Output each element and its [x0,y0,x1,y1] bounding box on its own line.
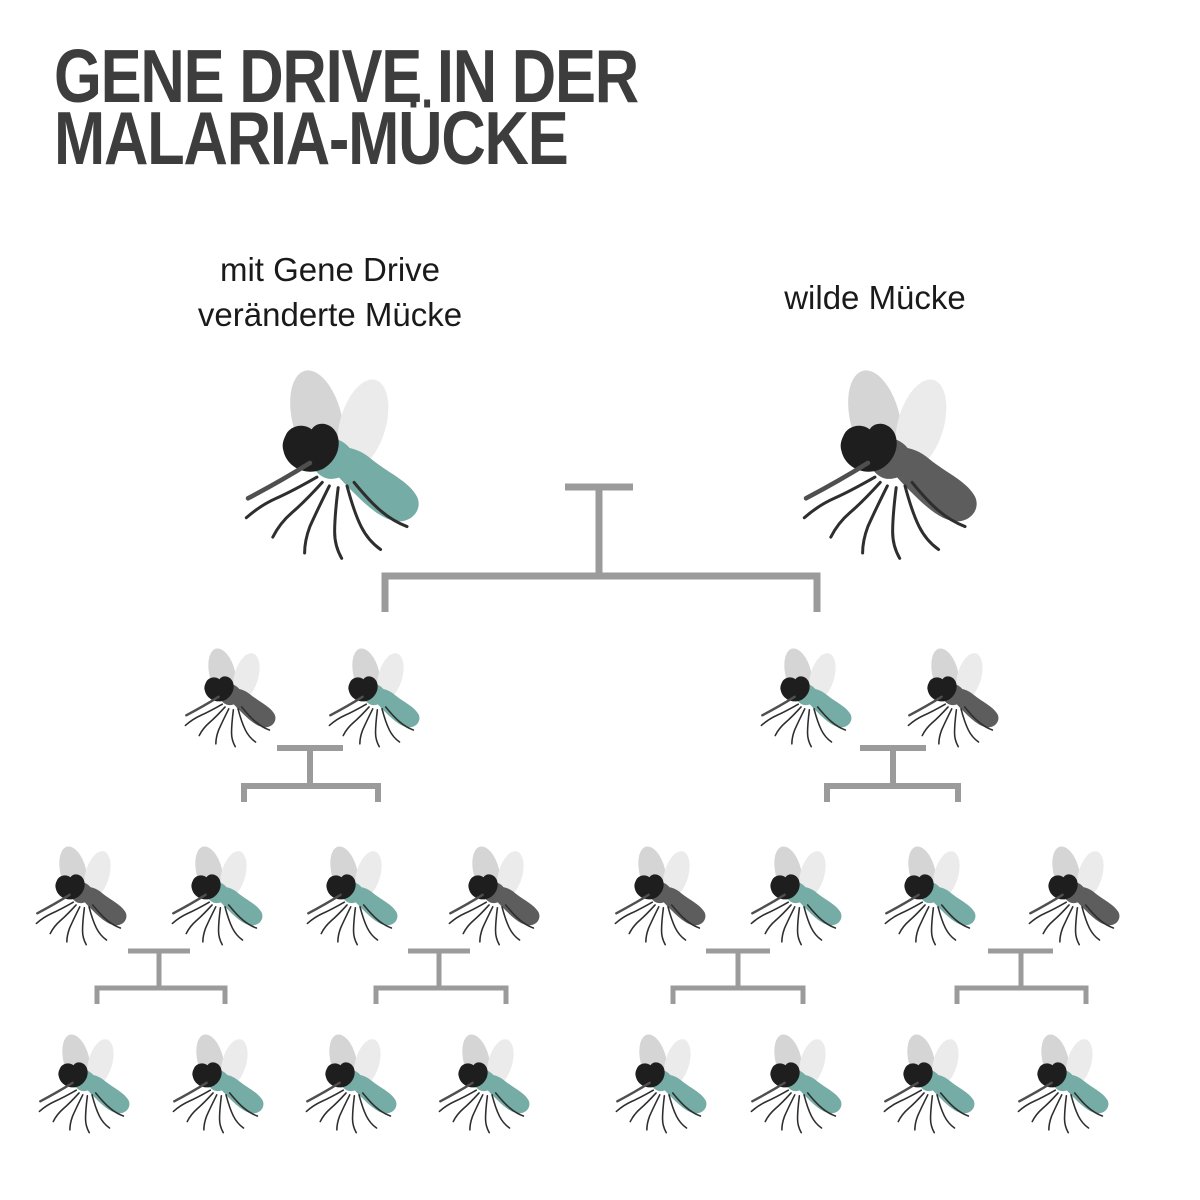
mosquitoes-layer [35,365,1121,1134]
mosquito-gene-drive-gen4 [615,1031,708,1134]
offspring-branch [824,783,961,802]
gen2-left-pair-connector [241,745,381,802]
mosquito-gene-drive-gen4 [1017,1031,1110,1134]
pair-joint [860,745,926,789]
mosquito-gene-drive-gen2 [760,645,853,748]
mosquito-gene-drive-gen4 [305,1031,398,1134]
gen3-pair-connector-2 [373,948,509,1004]
mosquito-gene-drive-gen1 [246,365,418,559]
offspring-branch [241,783,381,802]
mosquito-gene-drive-gen4 [883,1031,976,1134]
label-wild-mosquito: wilde Mücke [784,279,966,316]
mosquito-gene-drive-gen2 [328,645,421,748]
family-tree-connectors [94,483,1089,1004]
mosquito-gene-drive-gen3 [884,843,977,946]
gen3-pair-connector-1 [94,948,228,1004]
parents-pair-connector [381,483,821,612]
offspring-branch [670,985,806,1004]
pair-joint [277,745,343,789]
mosquito-wild-gen3 [35,843,128,946]
label-gene-drive-line-1: mit Gene Drive [219,251,441,288]
offspring-branch [94,985,228,1004]
mosquito-wild-gen2 [907,645,1000,748]
title-line-2: MALARIA-MÜCKE [54,96,569,180]
mosquito-gene-drive-gen4 [38,1031,131,1134]
mosquito-gene-drive-gen4 [438,1031,531,1134]
gen2-right-pair-connector [824,745,961,802]
mosquito-gene-drive-gen4 [750,1031,843,1134]
offspring-branch [373,985,509,1004]
mosquito-gene-drive-gen3 [750,843,843,946]
mosquito-wild-gen3 [1028,843,1121,946]
mosquito-gene-drive-gen3 [306,843,399,946]
mosquito-wild-gen1 [804,365,976,559]
mosquito-gene-drive-gen4 [172,1031,265,1134]
pair-joint [706,948,770,990]
label-gene-drive-mosquito: mit Gene Drive veränderte Mücke [140,247,520,337]
pair-joint [988,948,1053,990]
pair-joint [408,948,470,990]
gen3-pair-connector-4 [954,948,1089,1004]
pair-joint [565,483,633,579]
page-title: GENE DRIVE IN DER MALARIA-MÜCKE [54,34,639,180]
mosquito-wild-gen3 [448,843,541,946]
label-gene-drive-line-2: veränderte Mücke [197,296,463,333]
mosquito-gene-drive-gen3 [171,843,264,946]
offspring-branch [954,985,1089,1004]
title-line-1: GENE DRIVE IN DER [54,34,639,118]
offspring-branch [381,572,821,612]
pair-joint [128,948,190,990]
gen3-pair-connector-3 [670,948,806,1004]
mosquito-wild-gen3 [614,843,707,946]
mosquito-wild-gen2 [184,645,277,748]
